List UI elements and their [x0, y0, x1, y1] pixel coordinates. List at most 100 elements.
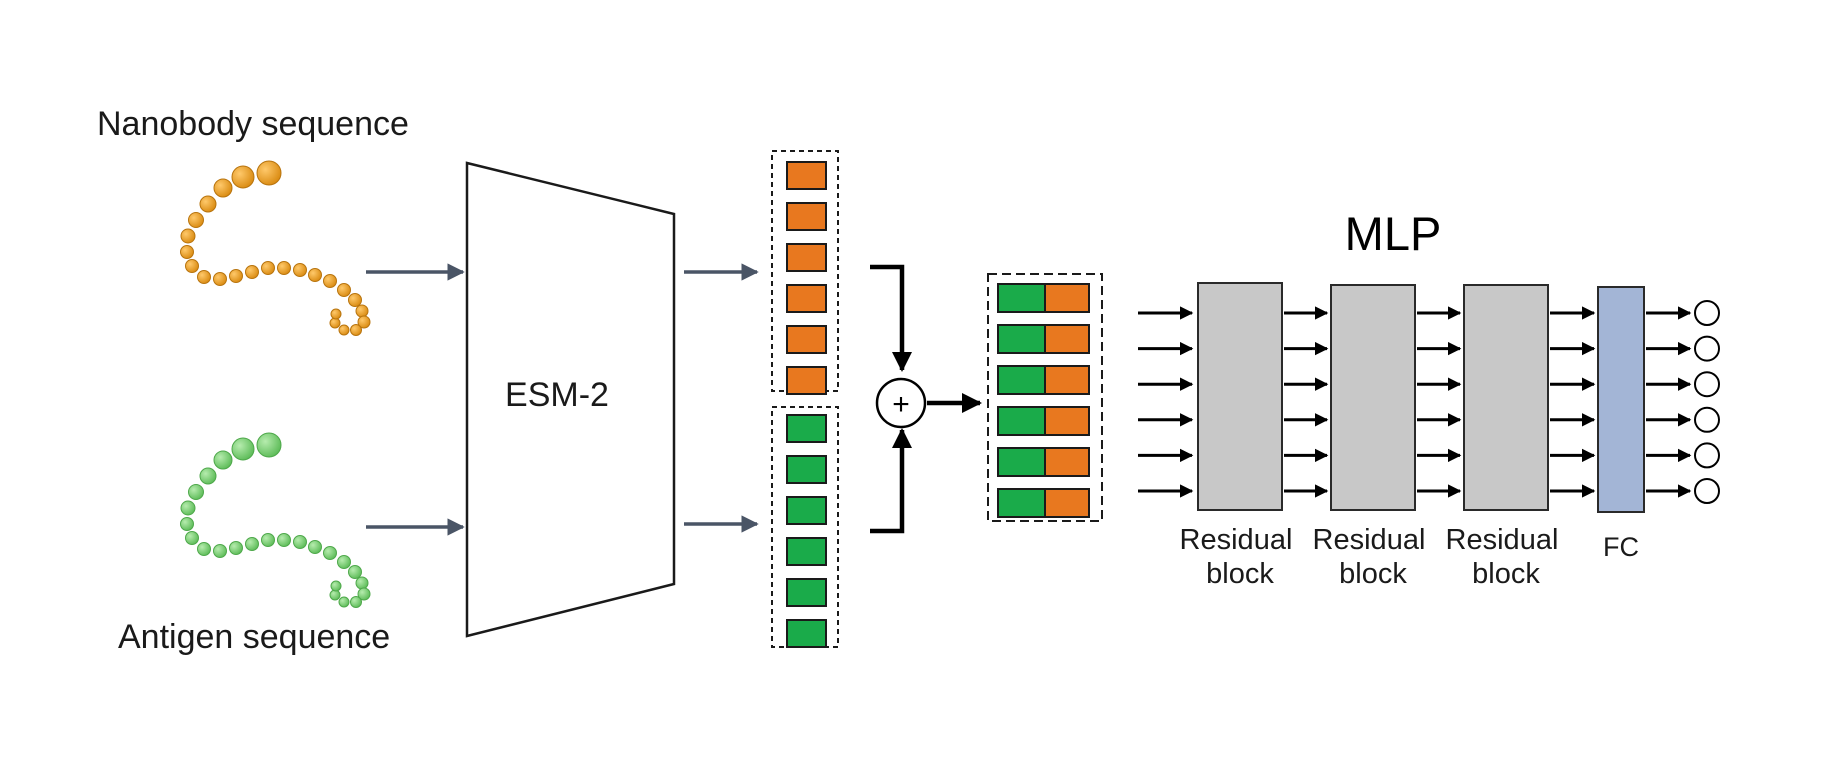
antigen-bead	[185, 531, 199, 545]
antigen-bead	[350, 596, 362, 608]
concatenated-embedding-cells	[997, 283, 1090, 518]
antigen-embedding-cell	[786, 455, 827, 484]
nanobody-bead	[197, 270, 211, 284]
antigen-bead	[355, 576, 369, 590]
esm2-label: ESM-2	[505, 376, 609, 414]
nanobody-bead	[229, 269, 243, 283]
nanobody-bead	[180, 228, 196, 244]
antigen-bead	[199, 467, 217, 485]
nanobody-bead	[180, 245, 194, 259]
nanobody-embedding-cell	[786, 243, 827, 272]
antigen-bead	[188, 484, 204, 500]
nanobody-bead	[308, 268, 322, 282]
antigen-bead	[213, 450, 233, 470]
nanobody-embedding-cell	[786, 284, 827, 313]
antigen-bead	[213, 544, 227, 558]
fc-label: FC	[1603, 532, 1639, 562]
nanobody-bead	[330, 308, 342, 320]
bottom-bracket-arrow	[870, 427, 913, 534]
nanobody-embedding-cell	[786, 161, 827, 190]
antigen-bead	[261, 533, 275, 547]
antigen-bead	[180, 500, 196, 516]
antigen-bead	[231, 437, 255, 461]
antigen-embedding-cell	[786, 578, 827, 607]
concat-nanobody-half	[1044, 447, 1090, 477]
mlp-title: MLP	[1345, 207, 1442, 260]
nanobody-embedding-cell	[786, 325, 827, 354]
concat-nanobody-half	[1044, 365, 1090, 395]
nanobody-bead	[256, 160, 282, 186]
concat-nanobody-half	[1044, 324, 1090, 354]
nanobody-bead	[199, 195, 217, 213]
nanobody-bead	[293, 263, 307, 277]
antigen-bead	[308, 540, 322, 554]
antigen-embedding-cell	[786, 414, 827, 443]
antigen-bead	[197, 542, 211, 556]
mlp-connection-arrows	[1138, 306, 1692, 498]
nanobody-bead	[261, 261, 275, 275]
output-node-icon	[1694, 406, 1720, 433]
antigen-bead	[277, 533, 291, 547]
antigen-embedding-cell	[786, 537, 827, 566]
nanobody-bead	[355, 304, 369, 318]
concat-antigen-half	[997, 324, 1046, 354]
output-node-icons	[1694, 300, 1720, 504]
residual-block-3-label: Residual block	[1446, 524, 1567, 590]
concat-antigen-half	[997, 447, 1046, 477]
nanobody-embedding-cells	[786, 161, 827, 395]
nanobody-bead	[231, 165, 255, 189]
residual-block-2	[1330, 284, 1416, 511]
concat-nanobody-half	[1044, 283, 1090, 313]
concat-nanobody-half	[1044, 488, 1090, 518]
antigen-bead	[180, 517, 194, 531]
antigen-embedding-cells	[786, 414, 827, 648]
antigen-embedding-cell	[786, 619, 827, 648]
antigen-chain-icon	[180, 432, 371, 608]
nanobody-bead	[337, 283, 351, 297]
nanobody-bead	[348, 293, 362, 307]
concat-antigen-half	[997, 365, 1046, 395]
nanobody-sequence-label: Nanobody sequence	[97, 105, 409, 143]
antigen-bead	[338, 596, 350, 608]
output-node-icon	[1694, 478, 1720, 504]
output-node-icon	[1694, 371, 1720, 398]
antigen-bead	[323, 546, 337, 560]
residual-block-2-label: Residual block	[1313, 524, 1434, 590]
antigen-bead	[229, 541, 243, 555]
nanobody-bead	[213, 178, 233, 198]
output-node-icon	[1694, 300, 1720, 326]
concat-antigen-half	[997, 406, 1046, 436]
nanobody-bead	[357, 315, 371, 329]
nanobody-bead	[329, 317, 341, 329]
antigen-bead	[348, 565, 362, 579]
residual-block-1-label: Residual block	[1180, 524, 1301, 590]
nanobody-bead	[277, 261, 291, 275]
antigen-bead	[357, 587, 371, 601]
output-node-icon	[1694, 335, 1720, 362]
concat-plus-symbol: +	[892, 388, 910, 421]
concat-antigen-half	[997, 488, 1046, 518]
nanobody-bead	[350, 324, 362, 336]
nanobody-bead	[213, 272, 227, 286]
concat-plus-icon	[875, 377, 927, 429]
fc-layer	[1597, 286, 1645, 513]
nanobody-bead	[338, 324, 350, 336]
antigen-embedding-cell	[786, 496, 827, 525]
concat-nanobody-half	[1044, 406, 1090, 436]
antigen-bead	[293, 535, 307, 549]
antigen-bead	[330, 580, 342, 592]
residual-block-3	[1463, 284, 1549, 511]
esm2-encoder	[465, 161, 676, 638]
antigen-bead	[329, 589, 341, 601]
nanobody-embedding-cell	[786, 202, 827, 231]
nanobody-embedding-cell	[786, 366, 827, 395]
antigen-sequence-label: Antigen sequence	[118, 618, 390, 656]
nanobody-bead	[188, 212, 204, 228]
output-node-icon	[1694, 442, 1720, 469]
concatenated-embedding-box	[987, 273, 1103, 522]
nanobody-bead	[245, 265, 259, 279]
concat-antigen-half	[997, 283, 1046, 313]
antigen-bead	[245, 537, 259, 551]
residual-block-1	[1197, 282, 1283, 511]
